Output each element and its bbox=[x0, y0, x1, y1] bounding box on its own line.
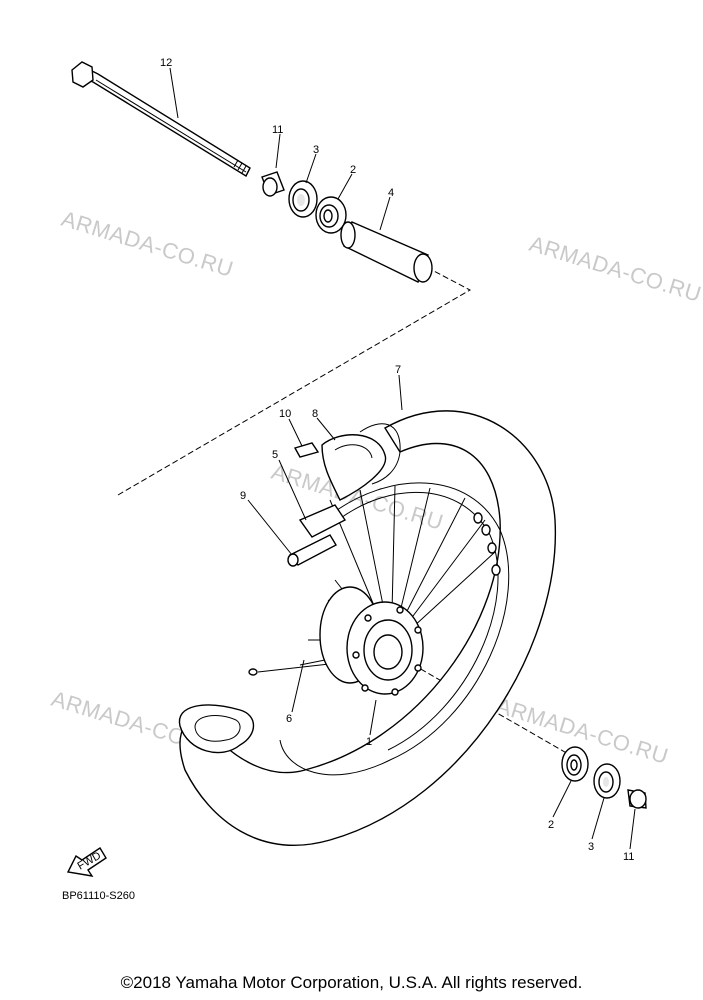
oil-seal-top bbox=[288, 180, 318, 218]
rim-tape bbox=[293, 442, 320, 458]
callout-tube: 8 bbox=[312, 408, 318, 420]
callout-axle: 12 bbox=[160, 57, 172, 69]
bearing-bottom bbox=[561, 746, 589, 782]
diagram-code: BP61110-S260 bbox=[62, 890, 135, 902]
copyright-notice: ©2018 Yamaha Motor Corporation, U.S.A. A… bbox=[120, 973, 583, 992]
callout-oil-seal-top: 3 bbox=[313, 144, 319, 156]
oil-seal-bottom bbox=[593, 763, 621, 799]
leader-lines bbox=[169, 67, 636, 850]
bearing-top bbox=[315, 196, 347, 234]
callout-spoke: 6 bbox=[286, 713, 292, 725]
fwd-arrow: FWD bbox=[66, 847, 107, 877]
callout-hub: 1 bbox=[366, 736, 372, 748]
rim-band bbox=[298, 504, 347, 538]
axle bbox=[71, 61, 251, 177]
hub bbox=[319, 586, 424, 696]
callout-bearing-top: 2 bbox=[350, 164, 356, 176]
valve bbox=[287, 534, 337, 567]
callout-rim-band: 5 bbox=[272, 449, 278, 461]
callout-bearing-bottom: 2 bbox=[548, 819, 554, 831]
callout-spacer-bottom: 11 bbox=[623, 851, 634, 863]
spacer-bottom bbox=[627, 789, 647, 809]
spoke-nipples bbox=[248, 512, 501, 676]
tire bbox=[178, 410, 557, 846]
tube bbox=[321, 434, 387, 501]
callout-valve: 9 bbox=[240, 490, 246, 502]
collar bbox=[340, 221, 433, 283]
watermark-top-left: ARMADA-CO.RU bbox=[59, 206, 237, 282]
watermark-top-right: ARMADA-CO.RU bbox=[527, 231, 703, 307]
callout-collar: 4 bbox=[388, 187, 394, 199]
assembly-dash-line bbox=[117, 247, 472, 496]
callout-oil-seal-bottom: 3 bbox=[588, 841, 594, 853]
callout-spacer-top: 11 bbox=[272, 124, 283, 136]
spacer-top bbox=[261, 171, 285, 197]
callout-rim-tape: 10 bbox=[279, 408, 291, 420]
callout-tire: 7 bbox=[395, 364, 401, 376]
